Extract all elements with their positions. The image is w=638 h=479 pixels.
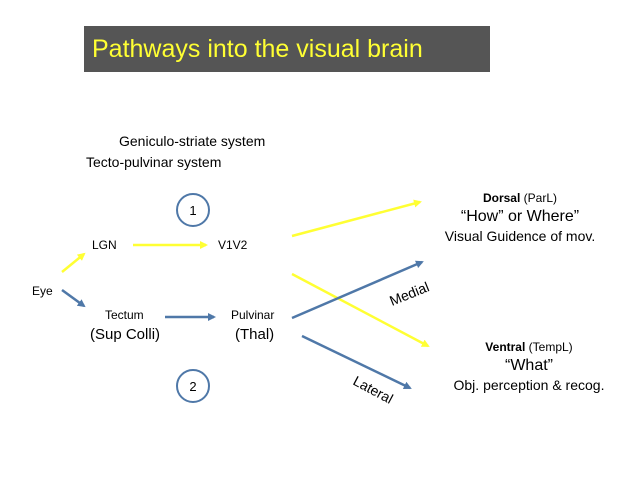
pathway-marker-1-label: 1 bbox=[189, 202, 197, 218]
pathway-marker-2: 2 bbox=[176, 369, 210, 403]
page-title: Pathways into the visual brain bbox=[92, 34, 423, 63]
ventral-line2: Obj. perception & recog. bbox=[453, 377, 605, 393]
pathway-marker-2-label: 2 bbox=[189, 378, 197, 394]
v1v2-label: V1V2 bbox=[218, 238, 248, 252]
tecto-pulvinar-label: Tecto-pulvinar system bbox=[86, 154, 222, 170]
v1v2-to-ventral-arrow bbox=[291, 272, 430, 348]
pathway-marker-1: 1 bbox=[176, 193, 210, 227]
medial-label: Medial bbox=[387, 278, 431, 308]
dorsal-name: Dorsal bbox=[482, 191, 521, 205]
eye-to-tectum-arrow bbox=[61, 288, 86, 308]
pulvinar-to-dorsal-arrow bbox=[291, 260, 424, 320]
pulvinar-label: Pulvinar bbox=[231, 308, 275, 322]
ventral-region: (TempL) bbox=[528, 340, 573, 354]
tectum-label: Tectum bbox=[105, 308, 144, 322]
geniculo-striate-label: Geniculo-striate system bbox=[119, 133, 266, 149]
ventral-stream-block: Ventral (TempL) “What” Obj. perception &… bbox=[424, 340, 634, 393]
v1v2-to-dorsal-arrow bbox=[291, 199, 422, 238]
ventral-name: Ventral bbox=[485, 340, 526, 354]
dorsal-line1: “How” or Where” bbox=[460, 208, 580, 225]
lgn-label: LGN bbox=[92, 238, 117, 252]
dorsal-stream-block: Dorsal (ParL) “How” or Where” Visual Gui… bbox=[420, 191, 620, 244]
dorsal-line2: Visual Guidence of mov. bbox=[444, 228, 596, 244]
thal-label: (Thal) bbox=[235, 326, 275, 343]
title-bar: Pathways into the visual brain bbox=[84, 26, 490, 72]
eye-to-lgn-arrow bbox=[61, 252, 86, 273]
dorsal-region: (ParL) bbox=[523, 191, 558, 205]
ventral-line1: “What” bbox=[505, 357, 553, 374]
eye-label: Eye bbox=[32, 284, 53, 298]
sup-colli-label: (Sup Colli) bbox=[90, 326, 161, 343]
pulvinar-to-ventral-arrow bbox=[301, 334, 412, 390]
